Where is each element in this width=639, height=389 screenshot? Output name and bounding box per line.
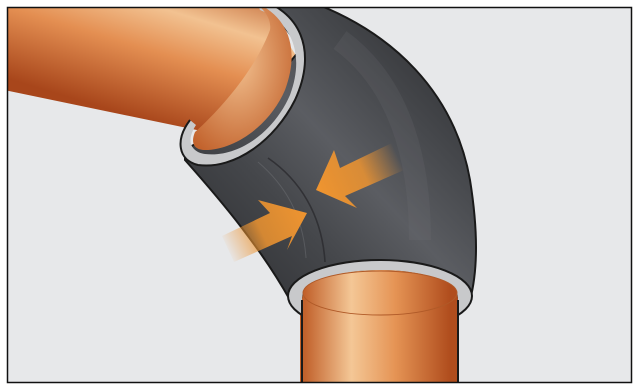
frame-top-margin	[0, 0, 639, 7]
copper-pipe-icon	[288, 260, 472, 389]
frame-right-margin	[632, 0, 639, 389]
frame-left-margin	[0, 0, 7, 389]
